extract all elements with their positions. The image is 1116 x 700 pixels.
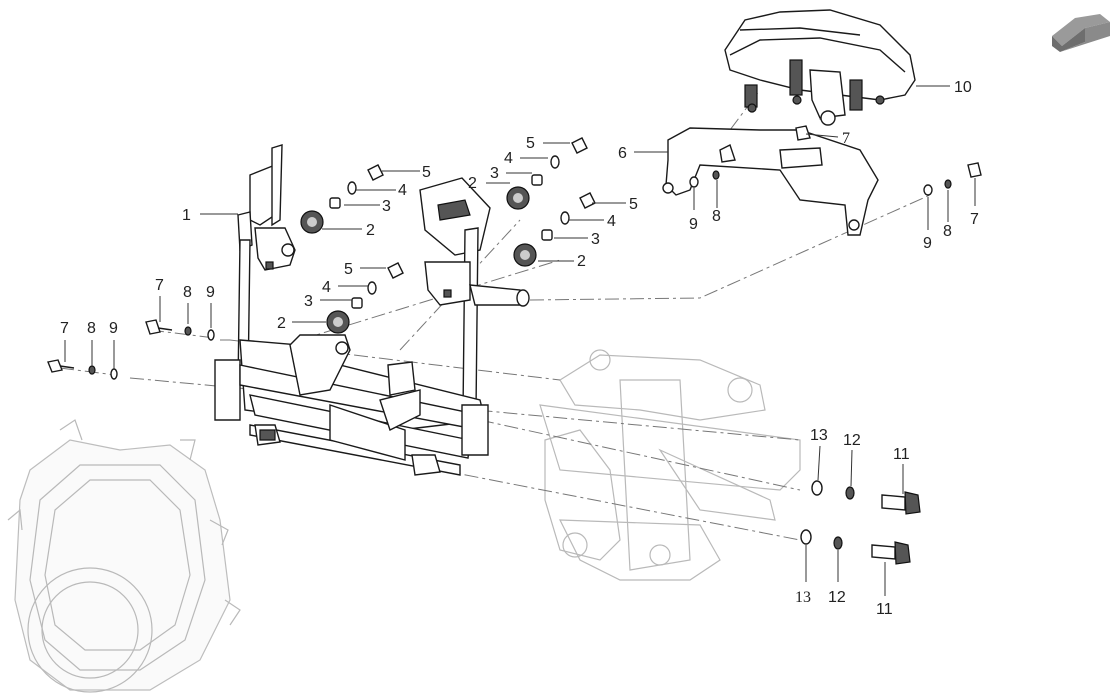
callout-7: 7	[970, 211, 979, 228]
callout-3: 3	[591, 231, 600, 248]
callout-8: 8	[712, 208, 721, 225]
callout-8: 8	[943, 223, 952, 240]
callout-4: 4	[398, 182, 407, 199]
callout-7: 7	[155, 277, 164, 294]
callout-4: 4	[504, 150, 513, 167]
callout-7: 7	[842, 130, 850, 147]
callout-6: 6	[618, 145, 627, 162]
stack-d	[351, 262, 404, 309]
callout-leader-lines	[64, 85, 976, 596]
callout-8: 8	[183, 284, 192, 301]
stack-a	[329, 164, 384, 209]
headlight-bracket-frame	[214, 144, 530, 476]
callout-5: 5	[629, 196, 638, 213]
callout-9: 9	[109, 320, 118, 337]
callout-2: 2	[277, 315, 286, 332]
frame-bolts	[800, 480, 921, 565]
callout-12: 12	[828, 589, 846, 606]
side-bolts	[47, 125, 982, 380]
callout-7: 7	[60, 320, 69, 337]
callout-13: 13	[795, 589, 811, 606]
frame-ghost-outline	[539, 349, 801, 581]
callout-5: 5	[422, 164, 431, 181]
callout-3: 3	[304, 293, 313, 310]
callout-9: 9	[689, 216, 698, 233]
headlight-ghost-outline	[7, 419, 241, 693]
instrument-cluster	[724, 9, 916, 126]
callout-3: 3	[382, 198, 391, 215]
callout-12: 12	[843, 432, 861, 449]
rubber-bushings	[300, 186, 537, 334]
bushing-2c	[513, 243, 537, 267]
callout-9: 9	[206, 284, 215, 301]
bolt-upper	[811, 480, 921, 515]
callout-4: 4	[322, 279, 331, 296]
callout-10: 10	[954, 79, 972, 96]
callout-11: 11	[893, 446, 910, 463]
bolt-lower	[800, 529, 911, 565]
callout-3: 3	[490, 165, 499, 182]
callout-9: 9	[923, 235, 932, 252]
page-turn-arrow-icon[interactable]	[1052, 14, 1110, 52]
callout-13: 13	[810, 427, 828, 444]
callout-11: 11	[876, 601, 893, 618]
stack-b	[531, 137, 588, 186]
stack-c	[541, 192, 596, 241]
callout-5: 5	[526, 135, 535, 152]
callout-5: 5	[344, 261, 353, 278]
fastener-stacks	[329, 137, 596, 309]
callout-8: 8	[87, 320, 96, 337]
bushing-2d	[326, 310, 350, 334]
callout-2: 2	[366, 222, 375, 239]
meter-mounting-bracket	[662, 127, 879, 236]
callout-4: 4	[607, 213, 616, 230]
callout-numbers: 1 2 3 4 5 2 3 4 5 2 3 4 5 2 3 4 5 6 10 7…	[60, 79, 979, 618]
callout-2: 2	[577, 253, 586, 270]
callout-1: 1	[182, 207, 191, 224]
bushing-2a	[300, 210, 324, 234]
callout-2: 2	[468, 175, 477, 192]
bushing-2b	[506, 186, 530, 210]
